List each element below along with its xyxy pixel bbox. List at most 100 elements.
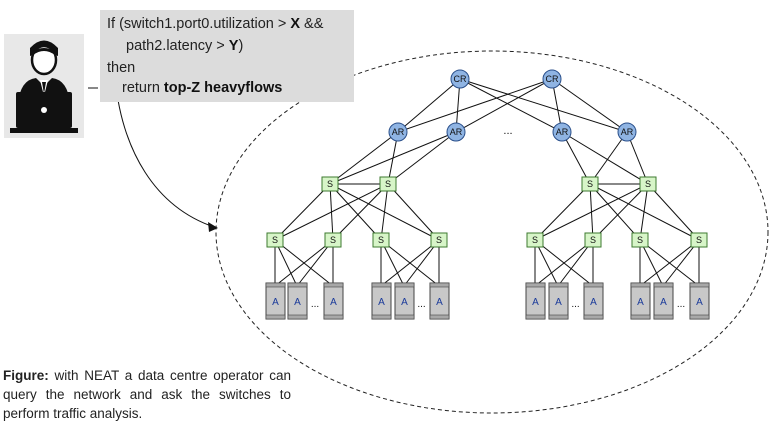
- application-label: A: [555, 297, 562, 308]
- aggregation-router-label: AR: [450, 127, 463, 137]
- aggregation-router: AR: [388, 122, 408, 142]
- switch-label: S: [327, 179, 333, 189]
- network-link: [274, 239, 298, 287]
- switch: S: [379, 176, 397, 192]
- query-keyword: then: [107, 60, 136, 76]
- network-link: [647, 183, 700, 241]
- switch-label: S: [330, 235, 336, 245]
- network-link: [534, 239, 559, 287]
- application-label: A: [436, 297, 443, 308]
- query-box: If (switch1.port0.utilization > X && pat…: [100, 10, 354, 102]
- network-link: [329, 131, 399, 185]
- query-keyword: return: [122, 80, 164, 96]
- query-line-2: path2.latency > Y): [126, 38, 243, 54]
- query-line-then: then: [107, 60, 135, 76]
- switch: S: [631, 232, 649, 248]
- switch-label: S: [637, 235, 643, 245]
- query-text: ): [238, 38, 244, 54]
- query-var-x: X: [290, 16, 301, 32]
- network-link: [274, 239, 334, 287]
- core-router-label: CR: [546, 74, 559, 84]
- aggregation-router-label: AR: [392, 127, 405, 137]
- network-link: [274, 183, 389, 241]
- server: A: [323, 282, 344, 320]
- network-link: [329, 131, 457, 185]
- network-link: [380, 239, 440, 287]
- figure-caption: Figure: with NEAT a data centre operator…: [3, 366, 291, 423]
- network-link: [459, 78, 563, 133]
- network-link: [387, 183, 440, 241]
- application-label: A: [532, 297, 539, 308]
- server: A: [525, 282, 546, 320]
- server: A: [583, 282, 604, 320]
- application-label: A: [660, 297, 667, 308]
- rack-ellipsis: ...: [417, 299, 425, 310]
- switch-label: S: [587, 179, 593, 189]
- switch: S: [581, 176, 599, 192]
- network-link: [403, 239, 440, 287]
- network-link: [459, 78, 628, 133]
- network-link: [534, 239, 594, 287]
- switch: S: [690, 232, 708, 248]
- network-link: [534, 183, 649, 241]
- server: A: [630, 282, 651, 320]
- rack-ellipsis: ...: [677, 299, 685, 310]
- network-link: [380, 183, 389, 241]
- network-link: [397, 78, 553, 133]
- core-router: CR: [542, 69, 562, 89]
- server: A: [429, 282, 450, 320]
- switch-label: S: [436, 235, 442, 245]
- aggregation-router: AR: [617, 122, 637, 142]
- switch: S: [430, 232, 448, 248]
- switch: S: [584, 232, 602, 248]
- switch: S: [639, 176, 657, 192]
- application-label: A: [330, 297, 337, 308]
- application-label: A: [696, 297, 703, 308]
- query-arrow: [88, 87, 218, 232]
- query-line-1: If (switch1.port0.utilization > X &&: [107, 16, 323, 32]
- network-link: [561, 131, 649, 185]
- switch-label: S: [645, 179, 651, 189]
- query-text: path2.latency >: [126, 38, 229, 54]
- core-router: CR: [450, 69, 470, 89]
- application-label: A: [272, 297, 279, 308]
- server: A: [394, 282, 415, 320]
- network-link: [639, 239, 700, 287]
- application-label: A: [378, 297, 385, 308]
- network-link: [551, 78, 628, 133]
- network-link: [455, 78, 553, 133]
- caption-label: Figure:: [3, 368, 49, 383]
- network-link: [662, 239, 700, 287]
- query-line-return: return top-Z heavyflows: [122, 80, 282, 96]
- switch-label: S: [272, 235, 278, 245]
- application-label: A: [294, 297, 301, 308]
- aggregation-router: AR: [446, 122, 466, 142]
- aggregation-router: AR: [552, 122, 572, 142]
- server: A: [653, 282, 674, 320]
- caption-text: with NEAT a data centre operator can que…: [3, 368, 291, 421]
- network-link: [589, 131, 628, 185]
- switch-label: S: [532, 235, 538, 245]
- switch: S: [321, 176, 339, 192]
- application-label: A: [637, 297, 644, 308]
- switch: S: [266, 232, 284, 248]
- server: A: [265, 282, 286, 320]
- switch: S: [324, 232, 342, 248]
- server: A: [371, 282, 392, 320]
- aggregation-ellipsis: ...: [503, 125, 512, 137]
- query-text: &&: [300, 16, 324, 32]
- server: A: [689, 282, 710, 320]
- switch: S: [372, 232, 390, 248]
- switch-label: S: [385, 179, 391, 189]
- network-link: [639, 183, 649, 241]
- query-return-target: top-Z heavyflows: [163, 80, 283, 96]
- network-link: [557, 239, 594, 287]
- server: A: [287, 282, 308, 320]
- switch-label: S: [696, 235, 702, 245]
- rack-ellipsis: ...: [571, 299, 579, 310]
- network-links: [274, 78, 700, 287]
- network-link: [329, 183, 382, 241]
- query-var-y: Y: [228, 38, 239, 54]
